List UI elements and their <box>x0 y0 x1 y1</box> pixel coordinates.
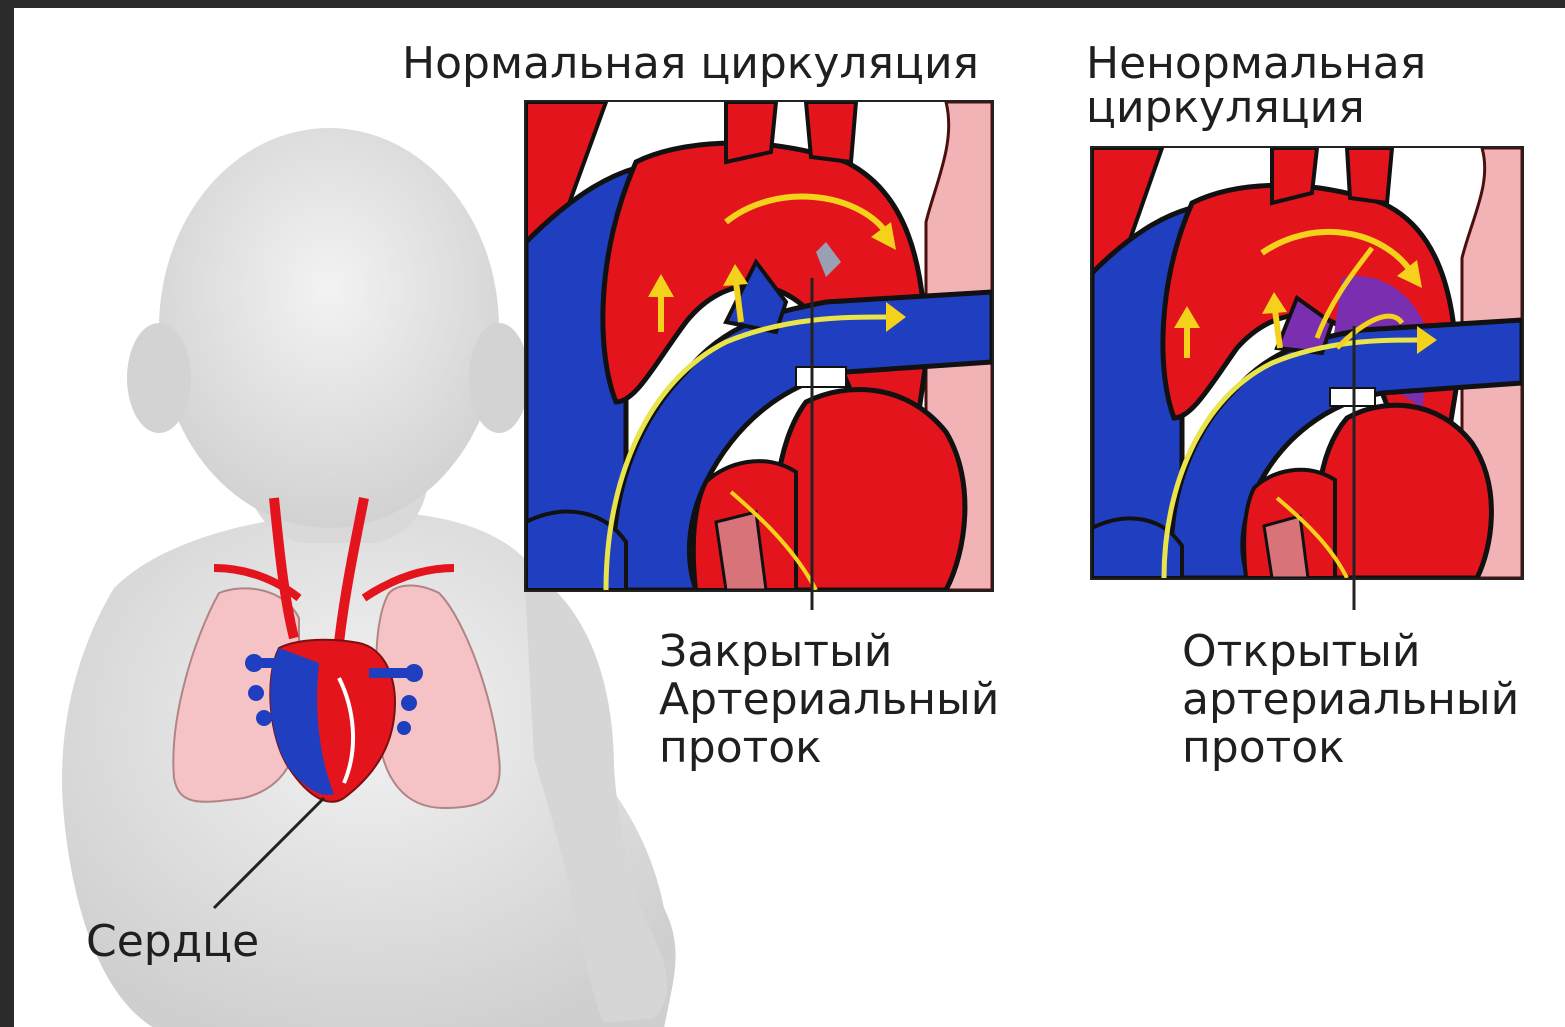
open-duct-label-line1: Открытый <box>1182 628 1420 676</box>
closed-duct-label-line2: Артериальный <box>659 676 999 724</box>
open-duct-label-line3: проток <box>1182 724 1345 772</box>
closed-duct-label-line3: проток <box>659 724 822 772</box>
diagram-canvas: Сердце Нормальная циркуляция Ненормальна… <box>14 8 1565 1027</box>
leader-lines <box>14 8 1565 1027</box>
closed-duct-label-line1: Закрытый <box>659 628 892 676</box>
open-duct-label-line2: артериальный <box>1182 676 1519 724</box>
